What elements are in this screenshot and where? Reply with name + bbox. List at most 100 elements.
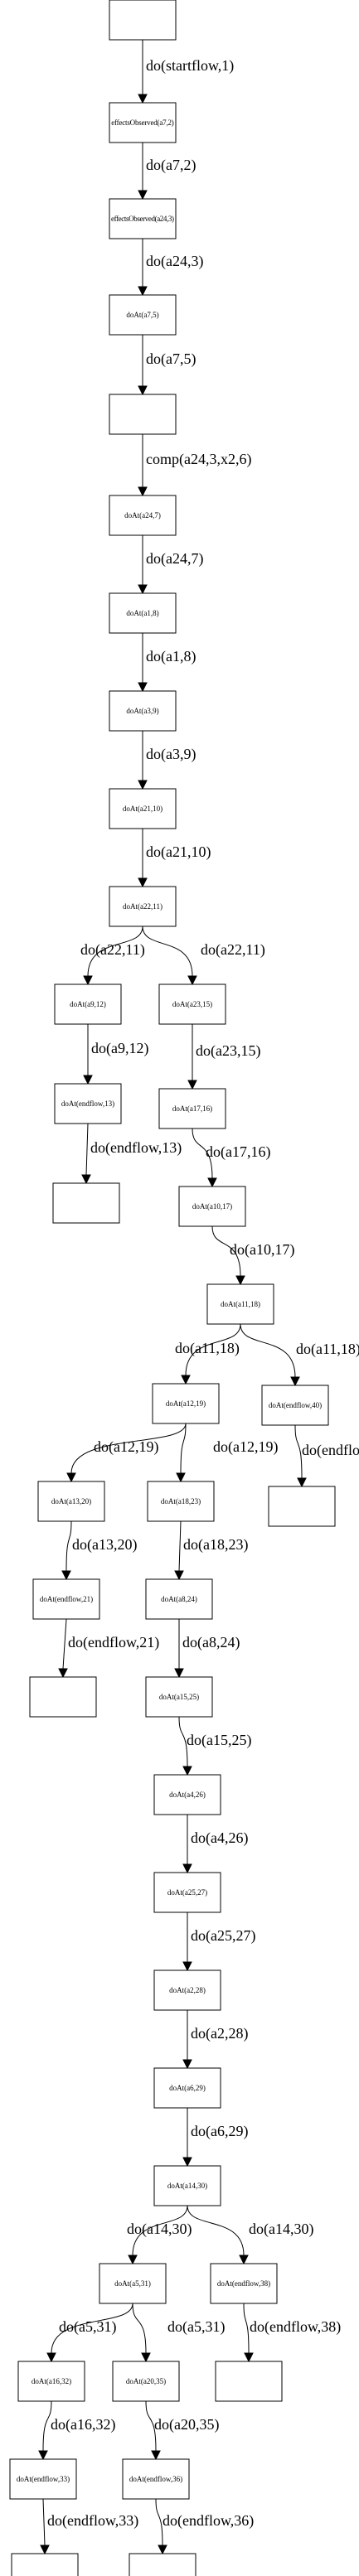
edge: do(a18,23) [174, 1520, 248, 1581]
node-box [122, 2458, 190, 2500]
node-box [112, 2361, 180, 2402]
node: doAt(a24,7) [109, 495, 177, 536]
arrow-head-icon [182, 2059, 192, 2070]
node-label: doAt(endflow,21) [40, 1595, 93, 1603]
node-box [268, 1486, 336, 1527]
edge-label: do(a18,23) [183, 1536, 248, 1554]
arrow-head-icon [174, 1570, 184, 1581]
edge: do(startflow,1) [138, 40, 234, 104]
edge-line [155, 2498, 163, 2546]
edge: do(a17,16) [192, 1128, 270, 1188]
edge-label: do(a7,5) [146, 350, 196, 368]
edge-label: do(a3,9) [146, 746, 196, 763]
arrow-head-icon [182, 1863, 192, 1874]
arrow-head-icon [81, 1174, 91, 1185]
edge-line [42, 2400, 52, 2452]
arrow-head-icon [46, 2352, 56, 2363]
arrow-head-icon [66, 1472, 76, 1483]
edge-line [132, 2303, 147, 2354]
edge-label: do(a13,20) [72, 1536, 137, 1554]
node-box [37, 1481, 105, 1522]
edge-label: do(a9,12) [91, 1040, 148, 1057]
edge: do(endflow,36) [155, 2498, 254, 2555]
edge: do(a23,15) [187, 1024, 260, 1090]
arrow-head-icon [128, 2255, 138, 2265]
node: doAt(a4,26) [153, 1774, 221, 1815]
node-box [153, 2067, 221, 2109]
edge-line [240, 1323, 296, 1378]
edge-label: do(a17,16) [206, 1143, 270, 1161]
edge-line [178, 1716, 188, 1767]
edge: do(a3,9) [138, 731, 196, 790]
edge: do(a14,30) [187, 2205, 313, 2265]
node-label: doAt(endflow,38) [217, 2279, 270, 2288]
node-box [32, 1578, 100, 1620]
node: doAt(a17,16) [158, 1088, 226, 1129]
node: doAt(a10,17) [178, 1186, 246, 1227]
arrow-head-icon [187, 975, 197, 986]
node-box [9, 2458, 77, 2500]
edge-label: do(a2,28) [191, 2025, 248, 2042]
edge: do(a16,32) [38, 2400, 115, 2461]
node-label: doAt(a21,10) [123, 805, 163, 813]
edge: do(a24,3) [138, 239, 203, 297]
edge: do(a22,11) [142, 926, 265, 986]
edge: do(a5,31) [132, 2303, 225, 2363]
node-label: doAt(a11,18) [221, 1300, 260, 1308]
node [268, 1486, 336, 1527]
node-label: doAt(a3,9) [126, 707, 158, 715]
edge-label: do(endflow,38) [250, 2318, 341, 2336]
node: doAt(endflow,13) [54, 1083, 122, 1124]
arrow-head-icon [138, 94, 148, 104]
node-box [54, 984, 122, 1025]
node-label: doAt(a25,27) [167, 1888, 207, 1897]
edge-label: do(a11,18) [296, 1341, 359, 1358]
node: doAt(a7,5) [109, 294, 177, 336]
node-label: doAt(a8,24) [161, 1595, 197, 1603]
arrow-head-icon [182, 2157, 192, 2168]
edge: do(a14,30) [127, 2205, 192, 2265]
node [11, 2553, 79, 2576]
edge-line [187, 2205, 245, 2256]
edge: do(a9,12) [83, 1024, 148, 1085]
node: doAt(a21,10) [109, 788, 177, 829]
edge: do(a8,24) [174, 1619, 240, 1679]
edge: do(a25,27) [182, 1912, 255, 1972]
node-label: doAt(a17,16) [172, 1104, 212, 1113]
arrow-head-icon [207, 1177, 217, 1188]
edges: do(startflow,1) do(a7,2) do(a24,3) do(a7,5)… [38, 40, 359, 2555]
node-box [147, 1481, 215, 1522]
arrow-head-icon [138, 286, 148, 297]
node [129, 2553, 196, 2576]
edge-line [192, 1128, 213, 1179]
arrow-head-icon [61, 1570, 71, 1581]
arrow-head-icon [290, 1376, 300, 1387]
node-box [153, 2165, 221, 2206]
node: doAt(a8,24) [145, 1578, 213, 1620]
node-box [109, 592, 177, 634]
node-label: doAt(a15,25) [159, 1693, 199, 1701]
node-label: doAt(a23,15) [172, 1000, 212, 1008]
arrow-head-icon [138, 190, 148, 201]
node: doAt(a14,30) [153, 2165, 221, 2206]
node-box [52, 1182, 120, 1224]
arrow-head-icon [182, 1961, 192, 1972]
edge-label: do(a6,29) [191, 2123, 248, 2140]
edge-line [85, 1123, 89, 1176]
edge: do(a6,29) [182, 2108, 248, 2168]
arrow-head-icon [239, 2255, 249, 2265]
node-label: doAt(a12,19) [166, 1399, 206, 1408]
edge: do(a4,26) [182, 1815, 248, 1874]
edge-line [62, 1618, 67, 1670]
edge-line [180, 1423, 187, 1474]
edge-line [51, 2303, 133, 2354]
arrow-head-icon [158, 2545, 167, 2555]
edge-label: do(a16,32) [51, 2416, 115, 2433]
node: doAt(endflow,40) [261, 1385, 329, 1426]
edge-line [211, 1225, 241, 1277]
arrow-head-icon [138, 486, 148, 497]
node-box [109, 788, 177, 829]
edge-line [87, 926, 143, 977]
edge: do(a7,2) [138, 143, 196, 201]
arrow-head-icon [40, 2545, 50, 2555]
